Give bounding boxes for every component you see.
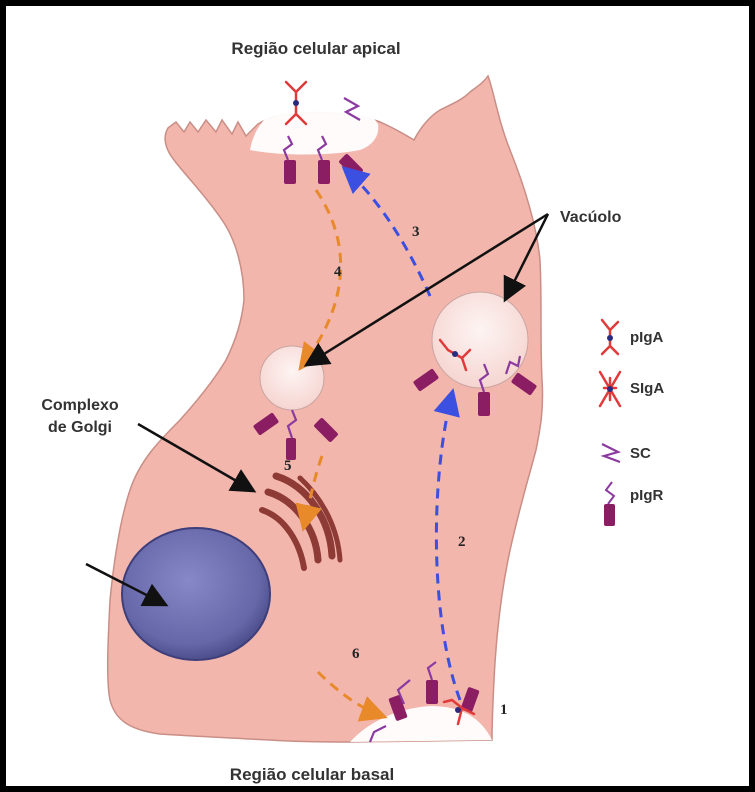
step-4: 4 (334, 264, 342, 280)
legend-sc-label: SC (630, 445, 651, 462)
label-golgi-line2: de Golgi (48, 419, 112, 436)
step-6: 6 (352, 646, 360, 662)
apical-lumen (250, 96, 378, 155)
step-2: 2 (458, 534, 466, 550)
legend-pigr-label: pIgR (630, 487, 663, 504)
label-apical: Região celular apical (231, 39, 400, 58)
step-3: 3 (412, 224, 420, 240)
step-5: 5 (284, 458, 292, 474)
label-basal: Região celular basal (230, 765, 394, 784)
vacuole-small (260, 346, 324, 410)
label-vacuole: Vacúolo (560, 209, 622, 226)
legend-sc-icon (602, 444, 620, 462)
label-golgi-line1: Complexo (41, 397, 119, 414)
legend-siga-label: SIgA (630, 380, 664, 397)
step-1: 1 (500, 702, 508, 718)
legend-piga-label: pIgA (630, 329, 663, 346)
legend: pIgA SIgA SC pIgR (600, 320, 664, 526)
legend-pigr-icon (604, 504, 615, 526)
legend-pigr-squiggle (606, 482, 614, 504)
vacuole-large (432, 292, 528, 388)
